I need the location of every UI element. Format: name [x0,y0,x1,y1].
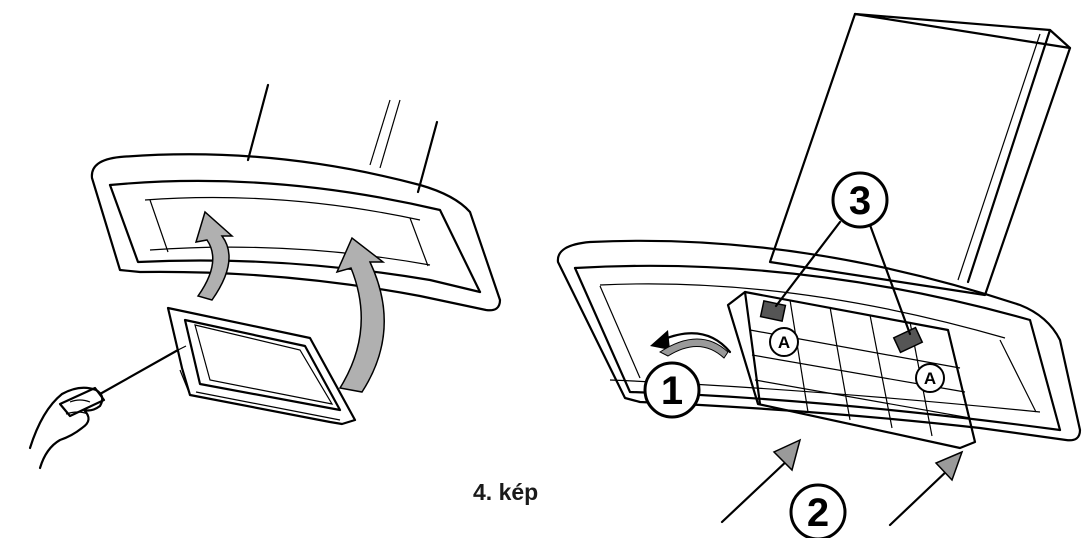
right-chimney [768,12,1072,297]
callout-3-leaders [774,220,912,336]
callout-3: 3 [831,171,889,229]
push-arrow-right [888,450,964,527]
right-hood-illustration [556,12,1082,527]
push-arrow-left [720,438,802,524]
hand-with-screwdriver-icon [28,348,180,470]
svg-text:1: 1 [661,369,683,413]
svg-text:A: A [778,333,790,352]
left-rotation-arrow-small [194,210,234,301]
svg-text:A: A [924,369,936,388]
left-chimney [246,83,439,194]
left-hood-illustration [28,83,502,470]
svg-text:2: 2 [807,491,829,535]
svg-text:3: 3 [849,179,871,223]
left-rotation-arrow-large [335,236,386,393]
left-hood-body [90,153,502,312]
label-a-left: A [769,327,799,357]
left-clip-icon [759,299,787,323]
callout-1: 1 [643,361,701,419]
left-filter-panel [166,306,357,426]
figure-caption: 4. kép [473,479,538,505]
right-clip-icon [892,326,924,354]
step-1-curved-arrow [650,330,732,359]
label-a-right: A [915,363,945,393]
callout-2: 2 [789,483,847,538]
